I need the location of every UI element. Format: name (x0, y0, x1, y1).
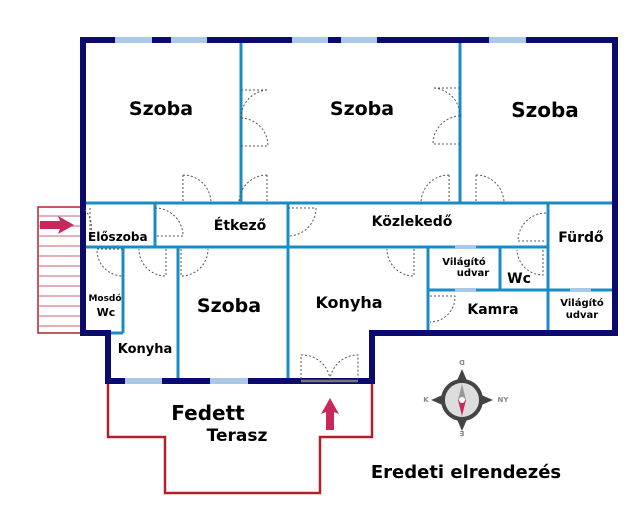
room-label-szoba-4: Szoba (197, 295, 261, 317)
compass-label-right: NY (498, 396, 510, 404)
plan-caption: Eredeti elrendezés (371, 462, 561, 483)
room-label-wc: Wc (507, 271, 531, 287)
compass-label-top: D (459, 358, 465, 366)
compass-label-bottom: É (459, 429, 464, 438)
room-label-szoba-2: Szoba (330, 98, 394, 120)
room-label-konyha-2: Konyha (315, 293, 382, 312)
room-label-furdo: Fürdő (558, 230, 604, 246)
room-label-kamra: Kamra (467, 302, 518, 318)
windows (115, 37, 591, 384)
outer-walls (80, 37, 618, 384)
entrance-arrow-icon (40, 216, 74, 234)
room-label-konyha-1: Konyha (118, 342, 173, 357)
room-label-mosdo-wc: Wc (97, 306, 116, 319)
room-label-etkezo: Étkező (214, 217, 267, 234)
doors (82, 87, 547, 383)
terrace-label-fedett: Fedett (171, 401, 245, 425)
staircase (37, 206, 84, 334)
room-label-szoba-1: Szoba (129, 98, 193, 120)
room-label-vilagito-1-udvar: udvar (457, 268, 490, 279)
room-label-vilagito-2-udvar: udvar (566, 310, 599, 321)
terrace-outline (106, 381, 374, 495)
room-label-vilagito-1: Világító (442, 256, 486, 268)
room-label-vilagito-2: Világító (560, 297, 604, 309)
room-label-szoba-3: Szoba (511, 98, 579, 122)
room-label-eloszoba: Előszoba (88, 230, 148, 244)
room-label-kozlekedo: Közlekedő (372, 214, 453, 230)
terrace-arrow-icon (321, 398, 339, 430)
inner-walls (83, 40, 615, 381)
compass-label-left: K (423, 396, 429, 404)
terrace-label-terasz: Terasz (207, 426, 268, 446)
compass-icon (431, 369, 493, 431)
room-label-mosdo: Mosdó (88, 293, 121, 304)
